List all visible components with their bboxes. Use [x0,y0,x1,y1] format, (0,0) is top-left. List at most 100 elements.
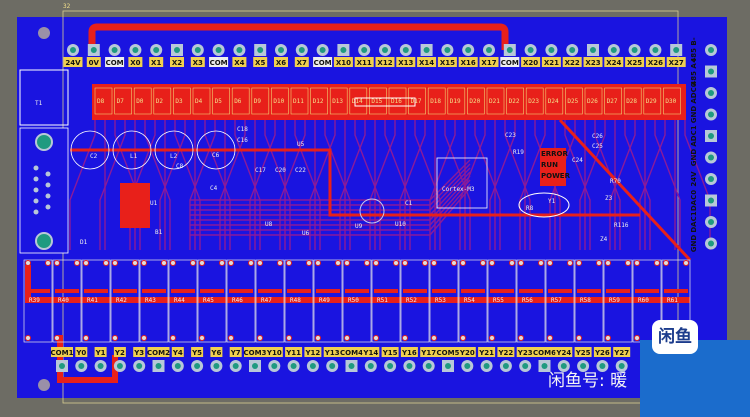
part-designator: C16 [237,137,248,144]
terminal-label-bg [516,347,534,357]
relay-pin [141,335,147,341]
pad-hole [527,47,534,53]
pad-hole [232,363,239,369]
pad-hole [425,363,432,369]
opto-label: D25 [567,98,578,105]
optocoupler [212,87,230,115]
status-led-label: POWER [541,172,571,180]
terminal-label: Y0 [75,349,86,357]
part-designator: L1 [130,153,138,160]
part-designator: C26 [592,133,603,140]
relay-pin [112,335,118,341]
db9-pin [33,198,39,204]
watermark-text: 闲鱼号: 暖 [548,371,628,391]
terminal-label-bg [521,57,541,67]
terminal-label: Y23 [517,349,533,357]
relay-pin [402,335,408,341]
relay-pin [45,260,51,266]
bottom-trace [190,175,471,221]
relay-pad-strip [26,289,50,293]
watermark-logo: 闲鱼 [652,320,698,354]
pad-hole [580,363,587,369]
db9-mount-hole [35,133,53,151]
crystal-outline [518,192,570,218]
opto-label: D2 [156,98,164,105]
terminal-label: COM2 [147,349,170,357]
terminal-label-bg [437,347,459,357]
relay [52,259,82,343]
optocoupler [545,87,564,115]
relay-pin [103,260,109,266]
terminal-label: COM [210,59,228,67]
bottom-trace [159,118,186,250]
opto-label: D17 [411,98,422,105]
opto-label: D7 [117,98,125,105]
relay [400,259,430,343]
terminal-label: Y4 [172,349,183,357]
relay-label: R60 [638,297,649,304]
relay-pin [625,260,631,266]
part-designator: C22 [295,167,306,174]
optocoupler [663,87,681,115]
relay-pin [364,260,370,266]
terminal-label-bg [86,57,101,67]
terminal-label-bg [417,57,437,67]
terminal-label-bg [396,57,416,67]
relay-pin [547,335,553,341]
optocoupler [467,87,485,115]
part-designator: R116 [614,222,629,229]
relay-pin [132,260,138,266]
terminal-label-bg [128,57,143,67]
optocoupler [153,87,172,115]
terminal-label-bg [133,347,146,357]
part-designator: C20 [275,167,286,174]
part-designator: T1 [35,100,43,107]
relay-pad-strip [258,289,282,293]
terminal-label: DAC1 [690,211,698,232]
relay [516,259,546,343]
optocoupler [506,87,524,115]
electrolytic-capacitor [70,130,110,170]
db9-pin [33,187,39,193]
terminal-label: Y20 [459,349,475,357]
relay [81,259,111,343]
terminal-label: DAC0 [690,190,698,211]
terminal-label: ADC0 [690,82,698,103]
mounting-hole [38,379,50,391]
status-led-label: ERROR [541,150,569,158]
terminal-label: X14 [419,59,434,67]
bottom-trace [99,118,126,250]
relay-pin [547,260,553,266]
pad-hole [271,363,278,369]
opto-label: D15 [371,98,382,105]
terminal-label-bg [229,347,242,357]
terminal-label: X20 [523,59,538,67]
mounting-hole [38,27,50,39]
pad-hole [569,47,576,53]
optocoupler [369,87,387,115]
relay-pin [277,260,283,266]
opto-label: D6 [234,98,242,105]
pad-hole [486,47,492,53]
terminal-label: Y11 [285,349,301,357]
terminal-label: 0V [89,59,100,67]
electrolytic-capacitor [154,130,194,170]
relay-pin [141,260,147,266]
optocoupler [231,87,250,115]
relay-label: R46 [232,297,243,304]
electrolytic-capacitor [112,130,152,170]
pad-hole [387,363,394,369]
optocoupler [310,87,328,115]
pad-hole [465,47,472,53]
terminal-label-bg [604,57,624,67]
relay-pin [422,260,428,266]
terminal-label: ADC1 [690,125,698,146]
pad-hole [340,47,347,53]
db9-pin [45,182,51,188]
terminal-label-bg [541,57,561,67]
part-designator: C1 [405,200,413,207]
db9-pin [45,171,51,177]
